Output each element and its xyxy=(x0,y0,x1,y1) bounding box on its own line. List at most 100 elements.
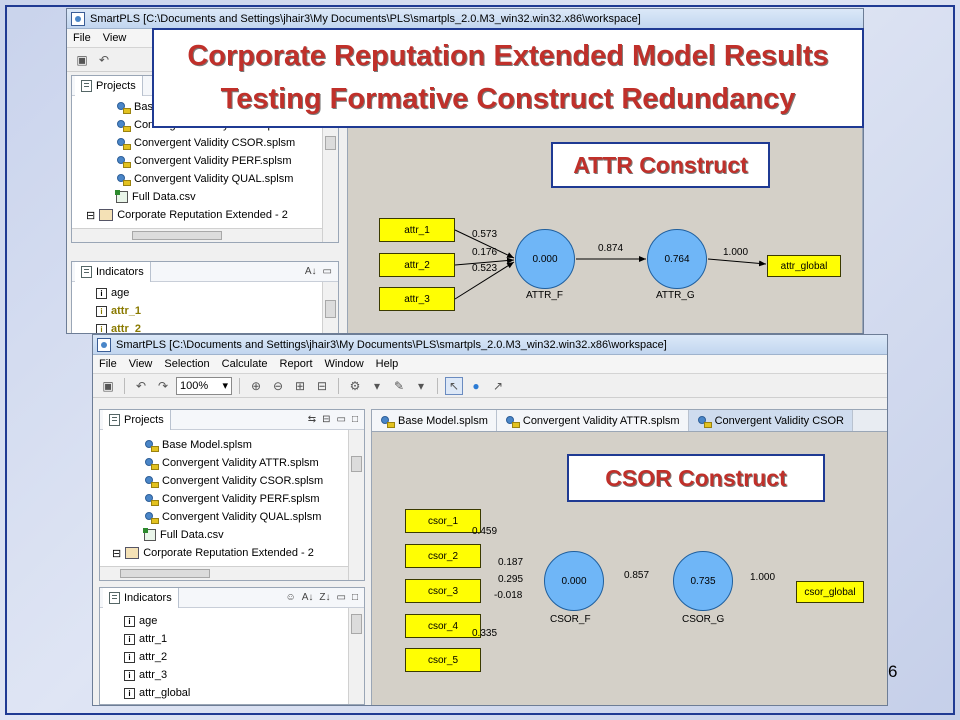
connect-icon[interactable]: ↗ xyxy=(492,378,504,393)
menu-calculate[interactable]: Calculate xyxy=(221,358,268,370)
link-editor-icon[interactable]: ⇆ xyxy=(307,414,317,425)
menu-report[interactable]: Report xyxy=(279,358,313,370)
csor-4-weight: -0.018 xyxy=(494,590,523,601)
calculate-icon[interactable]: ⚙ xyxy=(349,378,361,393)
tree-item-cv-perf[interactable]: Convergent Validity PERF.splsm xyxy=(100,490,348,508)
indicator-icon: i xyxy=(96,305,107,317)
sort-az-icon[interactable]: A↓ xyxy=(304,266,317,277)
tree-item-base-model[interactable]: Bas xyxy=(72,98,322,116)
collapse-icon[interactable]: ⊟ xyxy=(112,547,122,560)
save-icon[interactable]: ▣ xyxy=(76,52,88,67)
top-projects-hscroll[interactable] xyxy=(72,228,322,242)
editor-tab-bar: Base Model.splsm Convergent Validity ATT… xyxy=(371,409,887,431)
bottom-projects-tab[interactable]: Projects xyxy=(103,409,171,430)
top-window-titlebar[interactable]: SmartPLS [C:\Documents and Settings\jhai… xyxy=(67,9,863,29)
tab-cv-csor[interactable]: Convergent Validity CSOR xyxy=(688,410,853,431)
tree-item-cv-perf[interactable]: Convergent Validity PERF.splsm xyxy=(72,152,322,170)
menu-window[interactable]: Window xyxy=(324,358,364,370)
tab-cv-attr[interactable]: Convergent Validity ATTR.splsm xyxy=(496,410,689,431)
undo-icon[interactable]: ↶ xyxy=(135,378,147,393)
csor-3-box[interactable]: csor_3 xyxy=(405,579,481,603)
sort-az-icon[interactable]: A↓ xyxy=(301,592,314,603)
attr-f-construct[interactable]: 0.000 xyxy=(515,229,575,289)
menu-selection[interactable]: Selection xyxy=(164,358,210,370)
tree-item-cv-qual[interactable]: Convergent Validity QUAL.splsm xyxy=(72,170,322,188)
tree-item-project-extended[interactable]: ⊟Corporate Reputation Extended - 2 xyxy=(112,547,314,560)
minimize-icon[interactable]: ▭ xyxy=(336,592,346,603)
sort-za-icon[interactable]: Z↓ xyxy=(319,592,331,603)
tree-item-cv-attr[interactable]: Convergent Validity ATTR.splsm xyxy=(100,454,348,472)
top-projects-vscroll[interactable] xyxy=(322,96,338,242)
add-latent-variable-icon[interactable]: ● xyxy=(472,378,480,393)
save-icon[interactable]: ▣ xyxy=(102,378,114,393)
report-icon[interactable]: ✎ xyxy=(393,378,405,393)
menu-help[interactable]: Help xyxy=(375,358,399,370)
fit-page-icon[interactable]: ⊞ xyxy=(294,378,306,393)
zoom-in-icon[interactable]: ⊕ xyxy=(250,378,262,393)
attr-2-box[interactable]: attr_2 xyxy=(379,253,455,277)
filter-icon[interactable]: ☺ xyxy=(285,592,296,603)
model-icon xyxy=(116,173,131,186)
bottom-window-titlebar[interactable]: SmartPLS [C:\Documents and Settings\jhai… xyxy=(93,335,887,355)
zoom-out-icon[interactable]: ⊖ xyxy=(272,378,284,393)
tree-item-cv-csor[interactable]: Convergent Validity CSOR.splsm xyxy=(100,472,348,490)
chevron-down-icon[interactable]: ▾ xyxy=(373,378,381,393)
csor-f-construct[interactable]: 0.000 xyxy=(544,551,604,611)
top-projects-tab[interactable]: Projects xyxy=(75,75,143,96)
collapse-icon[interactable]: ⊟ xyxy=(86,209,96,222)
csor-5-box[interactable]: csor_5 xyxy=(405,648,481,672)
layout-icon[interactable]: ⊟ xyxy=(316,378,328,393)
redo-icon[interactable]: ↷ xyxy=(157,378,169,393)
menu-view[interactable]: View xyxy=(128,358,153,370)
minimize-icon[interactable]: ▭ xyxy=(322,266,332,277)
csor-g-construct[interactable]: 0.735 xyxy=(673,551,733,611)
tree-item-full-data[interactable]: Full Data.csv xyxy=(72,188,322,206)
minimize-icon[interactable]: ▭ xyxy=(336,414,346,425)
menu-file[interactable]: File xyxy=(73,32,91,44)
attr-g-construct[interactable]: 0.764 xyxy=(647,229,707,289)
maximize-icon[interactable]: □ xyxy=(351,414,358,425)
top-indicators-tab[interactable]: Indicators xyxy=(75,261,151,282)
attr-1-box[interactable]: attr_1 xyxy=(379,218,455,242)
tree-item-cv-qual[interactable]: Convergent Validity QUAL.splsm xyxy=(100,508,348,526)
top-indicators-vscroll[interactable] xyxy=(322,282,338,333)
csor-global-box[interactable]: csor_global xyxy=(796,581,864,603)
tree-item-cv-csor[interactable]: Convergent Validity CSOR.splsm xyxy=(72,134,322,152)
attr-global-box[interactable]: attr_global xyxy=(767,255,841,277)
tree-item-base-model[interactable]: Base Model.splsm xyxy=(100,436,348,454)
attr-2-weight: 0.176 xyxy=(472,247,498,258)
attr-3-box[interactable]: attr_3 xyxy=(379,287,455,311)
selection-pointer-icon[interactable]: ↖ xyxy=(445,376,463,395)
attr-construct-heading: ATTR Construct xyxy=(551,142,770,188)
chevron-down-icon[interactable]: ▾ xyxy=(417,378,425,393)
collapse-all-icon[interactable]: ⊟ xyxy=(322,414,331,425)
tree-item-project-extended[interactable]: ⊟Corporate Reputation Extended - 2 xyxy=(86,209,288,222)
zoom-select[interactable]: 100%▾ xyxy=(176,376,232,395)
bottom-project-tree: Base Model.splsm Convergent Validity ATT… xyxy=(100,436,348,564)
menu-file[interactable]: File xyxy=(99,358,117,370)
menu-view[interactable]: View xyxy=(102,32,127,44)
csor-4-box[interactable]: csor_4 xyxy=(405,614,481,638)
bottom-toolbar: ▣ ↶ ↷ 100%▾ ⊕ ⊖ ⊞ ⊟ ⚙ ▾ ✎ ▾ ↖ ● ↗ xyxy=(93,374,887,398)
maximize-icon[interactable]: □ xyxy=(351,592,358,603)
page-number: 6 xyxy=(888,662,898,681)
tab-base-model[interactable]: Base Model.splsm xyxy=(372,410,497,431)
bottom-projects-hscroll[interactable] xyxy=(100,566,348,580)
undo-icon[interactable]: ↶ xyxy=(98,52,110,67)
attr-f-label: ATTR_F xyxy=(526,290,564,301)
csor-2-box[interactable]: csor_2 xyxy=(405,544,481,568)
bottom-projects-vscroll[interactable] xyxy=(348,430,364,580)
bottom-indicators-vscroll[interactable] xyxy=(348,608,364,704)
csor-1-box[interactable]: csor_1 xyxy=(405,509,481,533)
bottom-indicators-tab[interactable]: Indicators xyxy=(103,587,179,608)
tree-item-full-data[interactable]: Full Data.csv xyxy=(100,526,348,544)
indicator-icon: i xyxy=(96,287,107,299)
